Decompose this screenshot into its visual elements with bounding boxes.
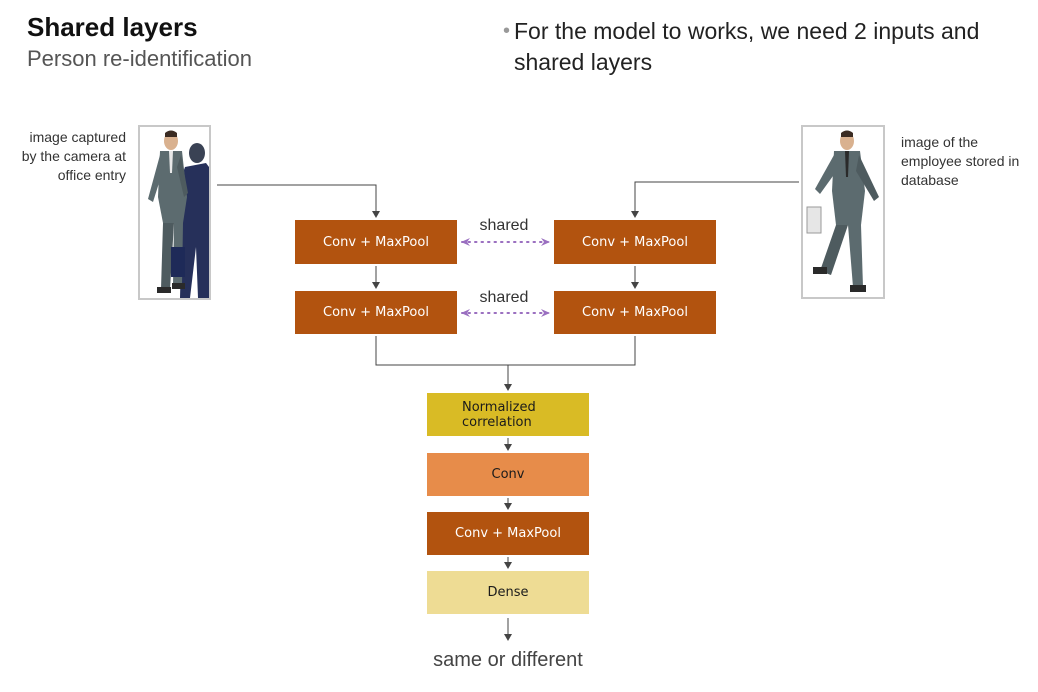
slide-subtitle: Person re-identification — [27, 46, 253, 71]
bullet-point: • For the model to works, we need 2 inpu… — [503, 16, 1023, 78]
person-walking-icon — [148, 130, 188, 293]
person-with-briefcase-icon — [806, 130, 879, 292]
right-conv-maxpool-2: Conv + MaxPool — [554, 291, 716, 334]
right-conv-maxpool-1: Conv + MaxPool — [554, 220, 716, 264]
output-label: same or different — [433, 649, 583, 671]
left-input-arrow — [217, 184, 380, 218]
slide-title: Shared layers — [27, 12, 198, 42]
bullet-text: For the model to works, we need 2 inputs… — [514, 18, 980, 75]
right-input-caption: image of the employee stored in database — [901, 134, 1020, 188]
shared-label-bottom: shared — [479, 289, 529, 306]
left-conv-maxpool-2: Conv + MaxPool — [295, 291, 457, 334]
left-input-caption: image captured by the camera at office e… — [21, 129, 126, 183]
left-conv-maxpool-1: Conv + MaxPool — [295, 220, 457, 264]
shared-label-top: shared — [479, 217, 529, 234]
camera-image — [138, 125, 211, 300]
conv-maxpool-block: Conv + MaxPool — [427, 512, 589, 555]
normalized-correlation-block: Normalized correlation — [427, 393, 589, 436]
merge-connector — [375, 336, 636, 366]
conv-block: Conv — [427, 453, 589, 496]
bullet-dot-icon: • — [503, 20, 511, 42]
dense-block: Dense — [427, 571, 589, 614]
right-input-arrow — [631, 181, 799, 218]
database-image — [801, 125, 885, 299]
normalized-correlation-label: Normalized correlation — [462, 399, 536, 430]
